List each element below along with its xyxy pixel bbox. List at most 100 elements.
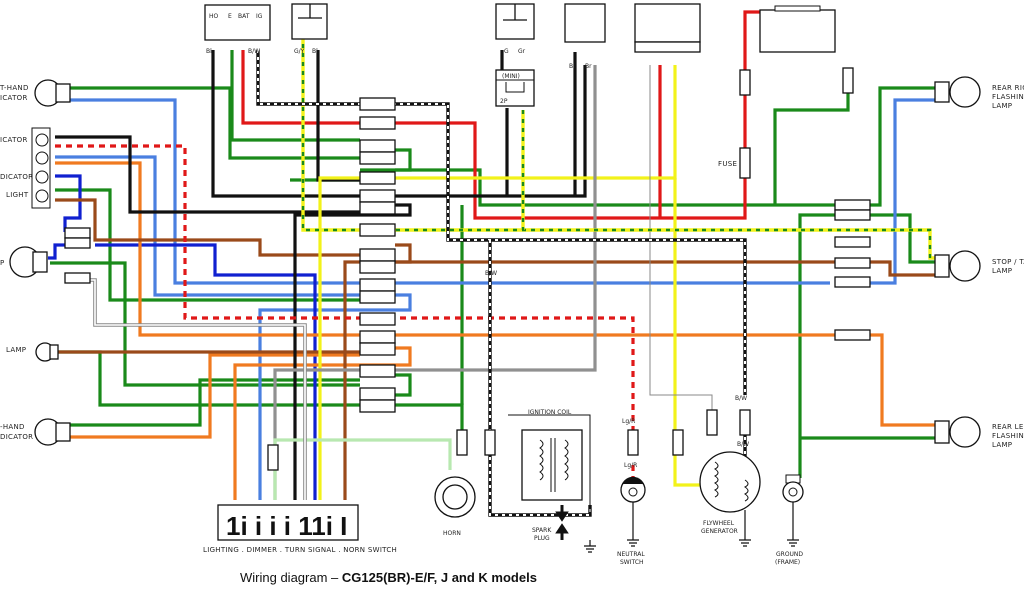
stop-switch: G/Y Bl [291,3,328,55]
battery [759,5,836,53]
connector [456,429,468,456]
wire-darkblue-headlight [95,243,317,500]
connector [706,409,718,436]
connector [64,237,91,249]
connector [739,409,751,436]
neutral-switch: Lg/R Lg/R NEUTRAL SWITCH [617,418,646,566]
connector [359,223,396,237]
connector [359,139,396,153]
wire-black-relay [395,65,587,198]
ignition-coil: IGNITION COIL SPARK PLUG [508,409,596,553]
svg-text:FLASHING: FLASHING [992,432,1024,440]
connector [484,429,496,456]
svg-text:E: E [228,13,232,20]
svg-text:(MINI): (MINI) [502,73,520,80]
wire-black-ignition [211,50,360,198]
svg-text:SWITCH: SWITCH [620,559,644,566]
wire-green-ground [798,213,835,478]
svg-text:DICATOR: DICATOR [0,433,33,441]
horn: HORN [434,476,476,537]
svg-text:G: G [504,48,509,55]
svg-text:BAT: BAT [238,13,250,20]
connector [64,272,91,284]
wire-yellow-green-stop [301,35,935,260]
wire-darkblue-meter [55,174,82,232]
svg-text:FUSE: FUSE [718,160,737,168]
wire-yellow-flywheel [673,178,710,487]
connector [834,257,871,269]
svg-text:G/Y: G/Y [294,48,305,55]
connector [842,67,854,94]
connector [359,171,396,185]
wire-green-battery [773,70,850,205]
svg-text:LAMP: LAMP [992,102,1012,110]
svg-text:1i i i i 11i I: 1i i i i 11i I [226,511,347,541]
wire-lightgreen-horn [273,438,452,500]
wire-orange-front-left [70,353,360,439]
fuse: FUSE [718,147,751,179]
connector [359,248,396,262]
svg-text:Bl: Bl [206,48,212,55]
svg-text:-HAND: -HAND [0,423,25,431]
wire-green-main [395,168,810,207]
wire-blue-switch [258,293,412,500]
svg-text:Gr: Gr [518,48,526,55]
svg-text:B/W: B/W [737,441,749,448]
wire-orange-rear-left [395,333,935,427]
svg-text:FLYWHEEL: FLYWHEEL [703,520,735,527]
svg-text:ICATOR: ICATOR [0,136,28,144]
wire-gray-regulator [395,65,597,372]
svg-text:REAR LEFT: REAR LEFT [992,423,1024,431]
connector [834,199,871,211]
svg-text:Wiring diagram – CG125(BR)-E/F: Wiring diagram – CG125(BR)-E/F, J and K … [240,570,537,585]
position-lamp: LAMP [6,342,59,362]
svg-text:LAMP: LAMP [6,346,26,354]
svg-text:ICATOR: ICATOR [0,94,28,102]
connector [627,429,639,456]
svg-text:2P: 2P [500,98,508,105]
diagram-title: Wiring diagram – CG125(BR)-E/F, J and K … [240,570,537,585]
connector [359,330,396,344]
connector [359,260,396,274]
svg-text:P: P [0,259,5,267]
connector [359,399,396,413]
svg-text:B/W: B/W [248,48,260,55]
connector [359,151,396,165]
svg-text:LAMP: LAMP [992,267,1012,275]
wire-green-loop-low [395,373,412,397]
svg-text:SPARK: SPARK [532,527,552,534]
handlebar-switch: 1i i i i 11i I LIGHTING . DIMMER . TURN … [203,504,397,554]
connector [834,329,871,341]
wire-green-front-right [70,86,360,160]
connectors [64,67,871,471]
wire-red-dashed-neutral [55,144,635,430]
svg-text:HO: HO [209,13,219,20]
svg-text:NEUTRAL: NEUTRAL [617,551,645,558]
wire-blue-front-right [70,98,360,285]
svg-text:DICATOR: DICATOR [0,173,33,181]
svg-text:Lg/R: Lg/R [624,462,637,469]
connector [359,342,396,356]
svg-text:PLUG: PLUG [534,535,550,542]
connector [359,189,396,203]
front-stop-switch: G Gr [495,3,535,55]
svg-text:T-HAND: T-HAND [0,84,29,92]
wire-brown-tail [395,260,935,277]
svg-text:IGNITION COIL: IGNITION COIL [528,409,572,416]
headlight: P [0,246,48,278]
svg-text:B/W: B/W [735,395,747,402]
wires [48,10,935,517]
connector [834,276,871,288]
wire-black-switch [293,203,412,500]
svg-text:STOP / TAIL: STOP / TAIL [992,258,1024,266]
svg-text:Br: Br [585,63,592,70]
svg-text:REAR RIGHT: REAR RIGHT [992,84,1024,92]
ground-frame: GROUND (FRAME) [775,474,804,566]
front-right-indicator: T-HAND ICATOR [0,79,71,107]
wire-green-stop [870,213,935,264]
wire-green-loop [360,148,412,172]
regulator-rectifier: Bl Br [564,3,606,70]
ignition-switch: HO E BAT IG Bl B/W [204,4,271,55]
flywheel-generator: B/W B/W FLYWHEEL GENERATOR [699,395,761,547]
